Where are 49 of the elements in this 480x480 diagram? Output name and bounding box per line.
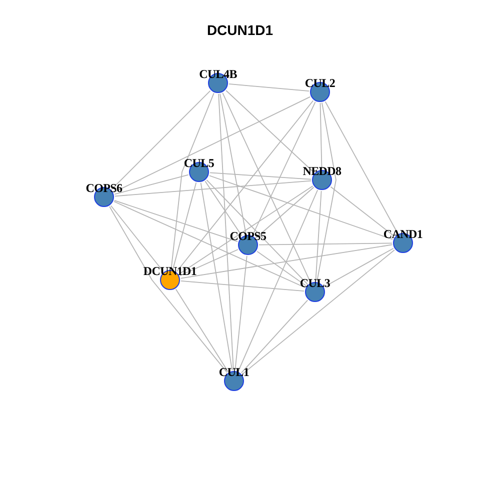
node-label: CAND1 <box>383 227 423 242</box>
interaction-line <box>238 190 318 372</box>
interaction-line <box>170 92 214 270</box>
node-label: DCUN1D1 <box>143 264 197 279</box>
interaction-line <box>220 93 246 235</box>
interaction-line <box>180 244 393 279</box>
interaction-line <box>114 180 312 197</box>
interaction-line <box>320 102 322 170</box>
node-label: COPS6 <box>86 181 122 196</box>
node-label: CUL3 <box>300 276 330 291</box>
node-label: CUL1 <box>218 365 250 380</box>
interaction-line <box>228 84 310 92</box>
interaction-line <box>180 249 238 276</box>
node-label: COPS5 <box>230 229 266 244</box>
interaction-line <box>226 90 314 173</box>
node-label: NEDD8 <box>302 164 342 179</box>
interaction-line <box>113 96 311 193</box>
interaction-line <box>256 186 314 238</box>
interaction-line <box>204 180 242 236</box>
interaction-line <box>114 174 189 195</box>
interaction-line <box>200 182 233 371</box>
interaction-line <box>315 190 322 282</box>
interaction-line <box>218 94 234 370</box>
interaction-line <box>258 242 392 246</box>
interaction-line <box>110 205 164 272</box>
interaction-line <box>316 102 336 282</box>
interaction-line <box>172 182 197 270</box>
interaction-line <box>240 300 308 374</box>
interaction-line <box>208 175 394 240</box>
interaction-line <box>210 172 312 180</box>
interaction-line <box>175 288 229 372</box>
chart-title: DCUN1D1 <box>206 22 274 38</box>
interaction-line <box>114 200 238 242</box>
interaction-line <box>114 201 306 288</box>
interaction-line <box>111 90 211 190</box>
interaction-line <box>234 256 248 370</box>
interaction-line <box>178 186 314 274</box>
interaction-line <box>206 179 308 285</box>
interaction-line <box>176 100 314 272</box>
interaction-line <box>252 102 316 236</box>
node-label: CUL2 <box>304 76 336 91</box>
interaction-line <box>180 280 304 292</box>
interaction-line <box>256 250 306 286</box>
interaction-line <box>330 186 395 237</box>
node-label: CUL5 <box>184 156 214 171</box>
node-label: CUL4B <box>199 67 237 82</box>
interaction-line <box>242 250 395 374</box>
interaction-line <box>109 206 228 373</box>
interaction-line <box>324 248 394 288</box>
